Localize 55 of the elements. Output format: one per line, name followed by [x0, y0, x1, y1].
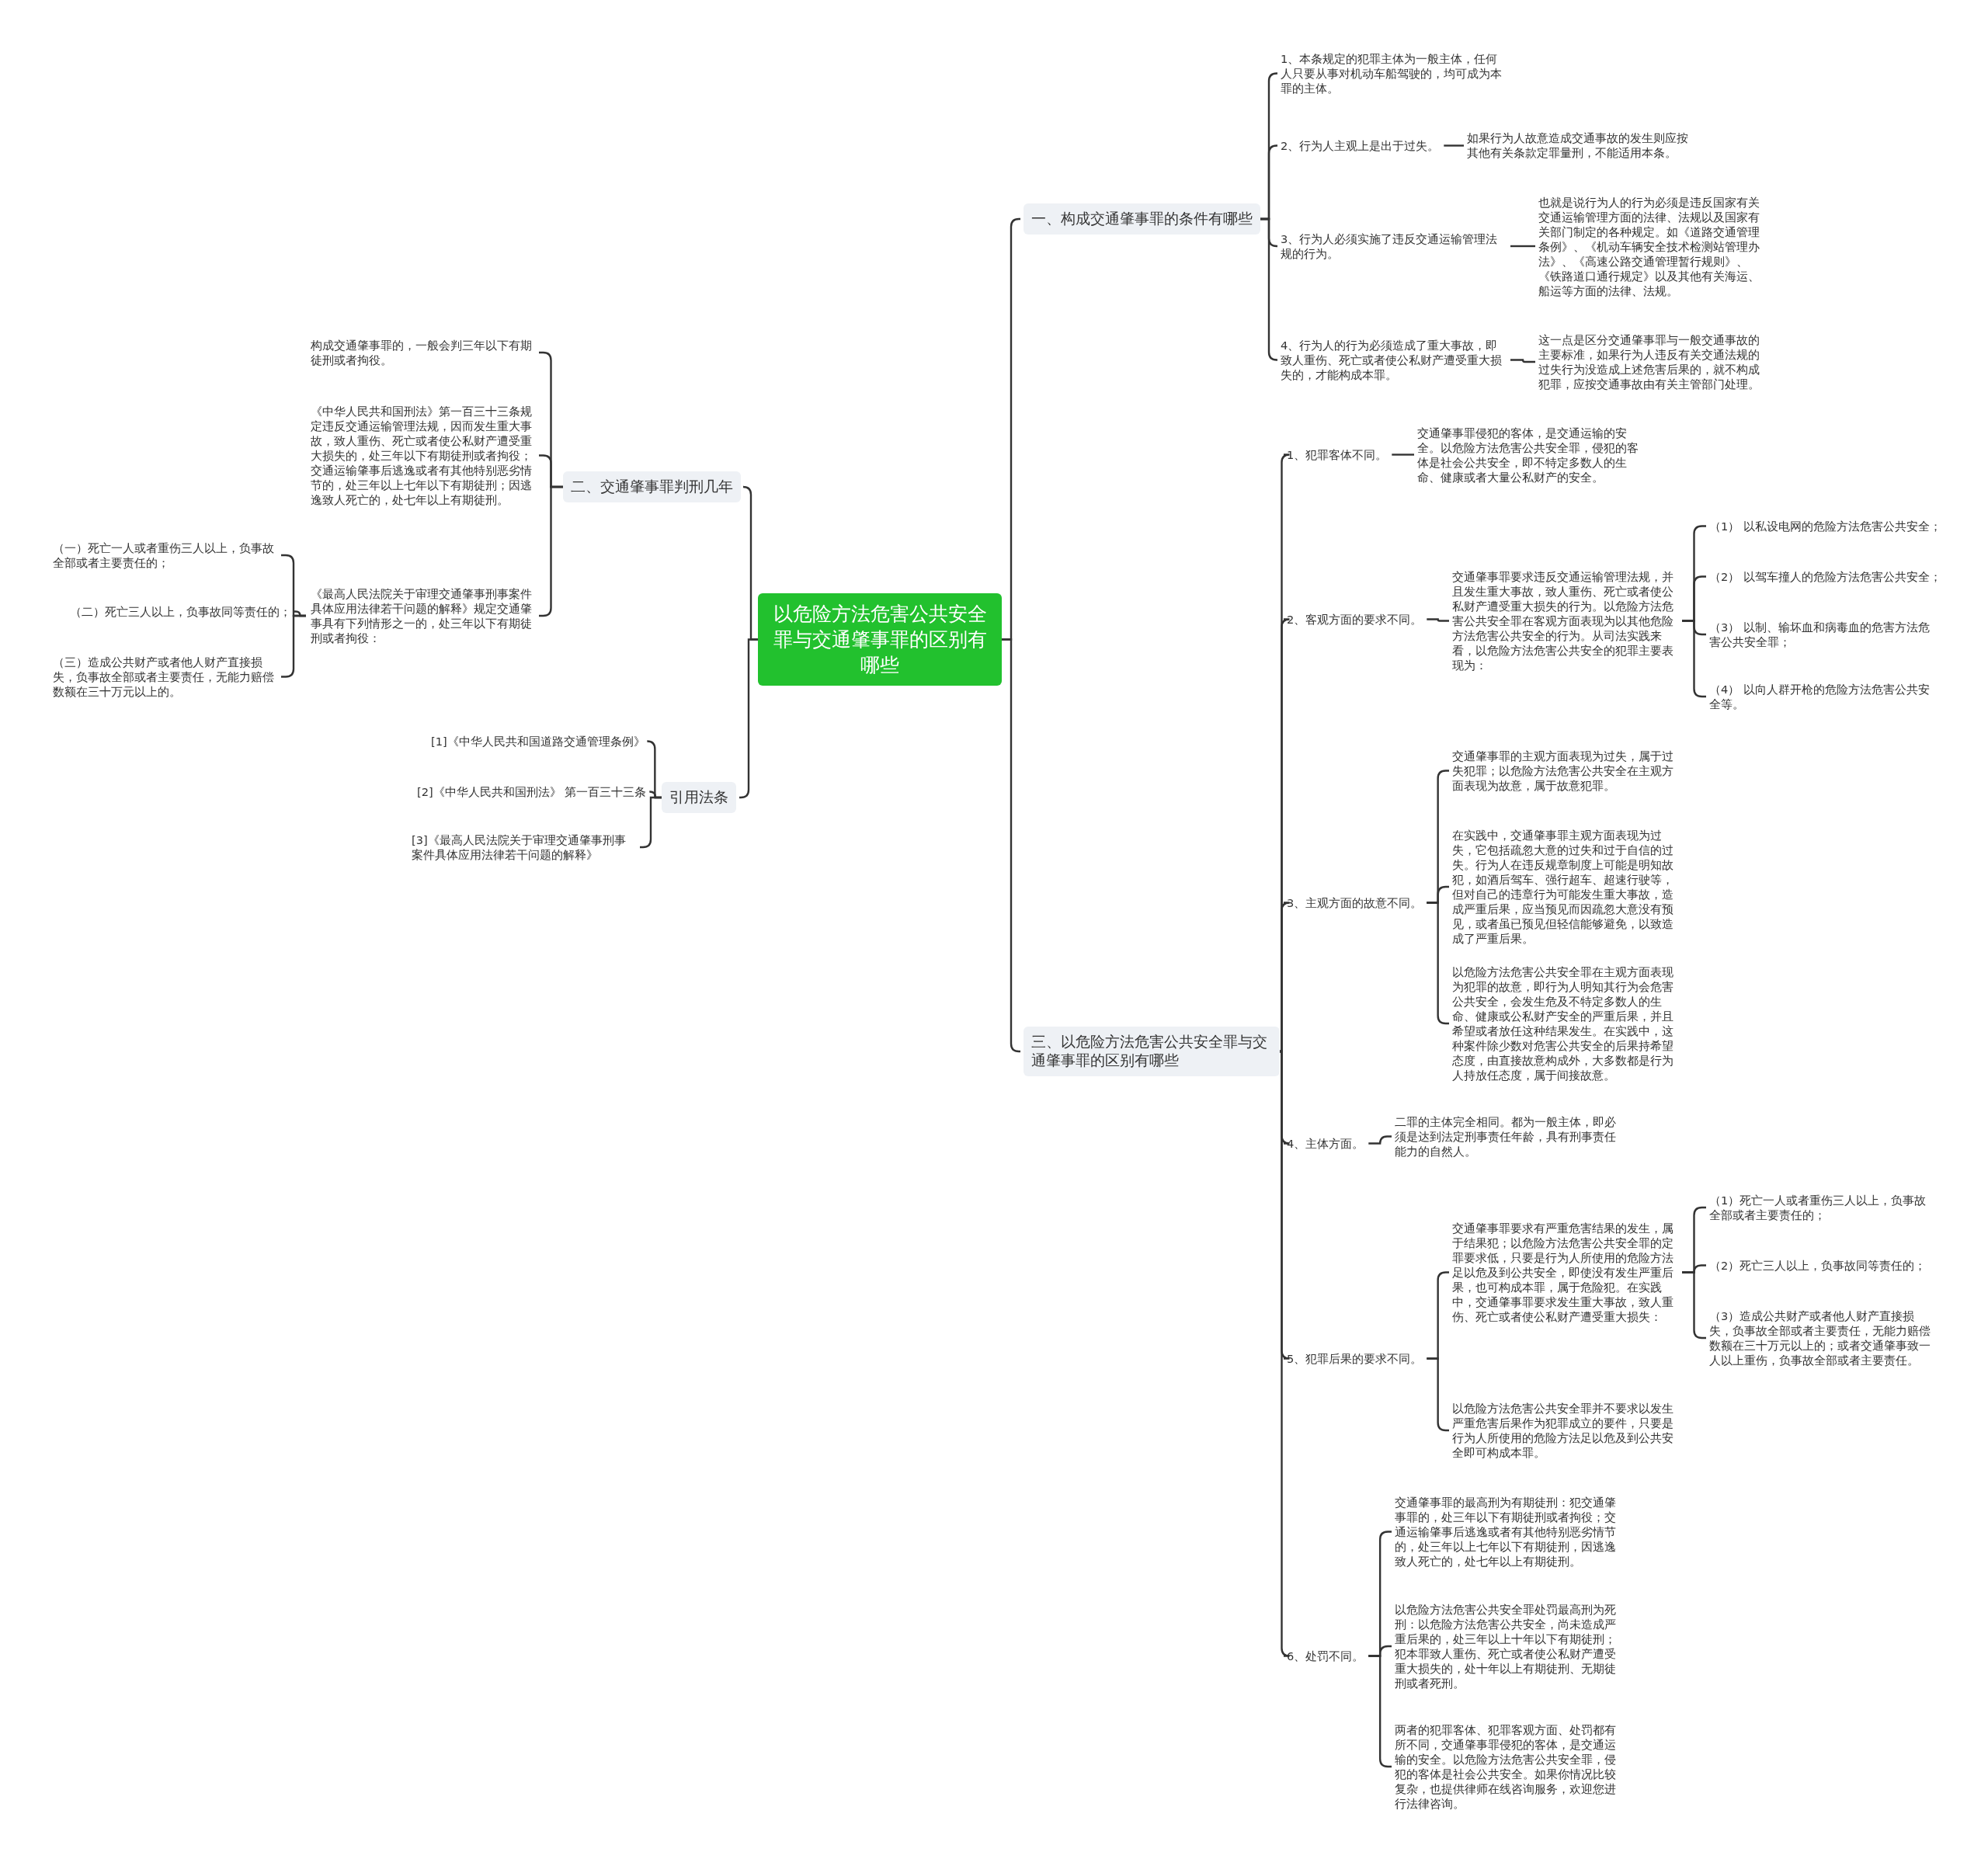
connector-line — [1260, 217, 1278, 361]
topic-text: [1]《中华人民共和国道路交通管理条例》 — [431, 734, 645, 749]
topic-text: 交通肇事罪的主观方面表现为过失，属于过失犯罪；以危险方法危害公共安全在主观方面表现为故意，属于故意犯罪。 — [1452, 749, 1677, 793]
topic-text: 1、犯罪客体不同。 — [1287, 447, 1388, 462]
topic-text: 如果行为人故意造成交通事故的发生则应按其他有关条款定罪量刑，不能适用本条。 — [1467, 130, 1692, 160]
topic-text: 两者的犯罪客体、犯罪客观方面、处罚都有所不同，交通肇事罪侵犯的客体，是交通运输的安全。以危险方法危害公共安全罪，侵犯的客体是社会公共安全。如果你情况比较复杂，也提供律师在线咨询服务，欢迎您进行法律咨询。 — [1395, 1722, 1620, 1811]
topic-text: （2） 以驾车撞人的危险方法危害公共安全； — [1709, 569, 1941, 584]
topic-text: 这一点是区分交通肇事罪与一般交通事故的主要标准，如果行为人违反有关交通法规的过失行为没造成上述危害后果的，就不构成犯罪，应按交通事故由有关主管部门处理。 — [1538, 332, 1764, 391]
topic-text: [2]《中华人民共和国刑法》 第一百三十三条 — [417, 784, 647, 799]
topic-text: 二罪的主体完全相同。都为一般主体，即必须是达到法定刑事责任年龄，具有刑事责任能力的自然人。 — [1395, 1114, 1620, 1159]
branch-topic-box: 三、以危险方法危害公共安全罪与交通肇事罪的区别有哪些 — [1024, 1027, 1280, 1076]
connector-line — [1444, 144, 1464, 147]
topic-text: 也就是说行为人的行为必须是违反国家有关交通运输管理方面的法律、法规以及国家有关部门制定的各种规定。如《道路交通管理条例》、《机动车辆安全技术检测站管理办法》、《高速公路交通管理暂行规则》、《铁路道口通行规定》以及其他有关海运、船运等方面的法律、法规。 — [1538, 195, 1764, 298]
topic-text: （二）死亡三人以上，负事故同等责任的； — [70, 604, 291, 619]
connector-line — [1392, 453, 1414, 456]
topic-text: （一）死亡一人或者重伤三人以上，负事故全部或者主要责任的； — [53, 540, 278, 570]
topic-text: [3]《最高人民法院关于审理交通肇事刑事案件具体应用法律若干问题的解释》 — [412, 832, 637, 862]
connector-line — [1002, 638, 1021, 1053]
topic-text: 以危险方法危害公共安全罪在主观方面表现为犯罪的故意，即行为人明知其行为会危害公共安全，会发生危及不特定多数人的生命、健康或公私财产安全的严重后果，并且希望或者放任这种结果发生。在实践中，这种案件除少数对危害公共安全的后果持希望态度，由直接故意构成外，大多数都是行为人持放任态度，属于间接故意。 — [1452, 964, 1677, 1082]
topic-text: 《中华人民共和国刑法》第一百三十三条规定违反交通运输管理法规，因而发生重大事故，致人重伤、死亡或者使公私财产遭受重大损失的，处三年以下有期徒刑或者拘役；交通运输肇事后逃逸或者有其他特别恶劣情节的，处三年以上七年以下有期徒刑；因逃逸致人死亡的，处七年以上有期徒刑。 — [311, 404, 536, 507]
topic-text: 以危险方法危害公共安全罪并不要求以发生严重危害后果作为犯罪成立的要件，只要是行为人所使用的危险方法足以危及到公共安全即可构成本罪。 — [1452, 1401, 1677, 1460]
topic-text: 在实践中，交通肇事罪主观方面表现为过失，它包括疏忽大意的过失和过于自信的过失。行为人在违反规章制度上可能是明知故犯，如酒后驾车、强行超车、超速行驶等，但对自己的违章行为可能发生重大事故，造成严重后果，应当预见而因疏忽大意没有预见，或者虽已预见但轻信能够避免，以致造成了严重后果。 — [1452, 828, 1677, 946]
connector-line — [1510, 245, 1535, 248]
topic-text: （3）造成公共财产或者他人财产直接损失，负事故全部或者主要责任，无能力赔偿数额在三十万元以上的；或者交通肇事致一人以上重伤，负事故全部或者主要责任。 — [1709, 1308, 1934, 1367]
topic-text: （1） 以私设电网的危险方法危害公共安全； — [1709, 519, 1941, 533]
branch-topic-box: 引用法条 — [662, 782, 736, 813]
topic-text: （3） 以制、输坏血和病毒血的危害方法危害公共安全罪； — [1709, 620, 1934, 649]
topic-text: 5、犯罪后果的要求不同。 — [1287, 1351, 1423, 1366]
connector-line — [1427, 618, 1449, 622]
topic-text: 1、本条规定的犯罪主体为一般主体，任何人只要从事对机动车船驾驶的，均可成为本罪的主体。 — [1281, 51, 1506, 96]
topic-text: 交通肇事罪要求有严重危害结果的发生，属于结果犯；以危险方法危害公共安全罪的定罪要求低，只要是行为人所使用的危险方法足以危及到公共安全，即使没有发生严重后果，也可构成本罪，属于危险犯。在实践中，交通肇事罪要求发生重大事故，致人重伤、死亡或者使公私财产遭受重大损失： — [1452, 1221, 1677, 1324]
topic-text: 构成交通肇事罪的，一般会判三年以下有期徒刑或者拘役。 — [311, 338, 536, 367]
branch-topic-box: 一、构成交通肇事罪的条件有哪些 — [1024, 203, 1260, 235]
branch-topic-box: 二、交通肇事罪判刑几年 — [563, 471, 741, 502]
topic-text: 3、主观方面的故意不同。 — [1287, 895, 1423, 910]
topic-text: （1）死亡一人或者重伤三人以上，负事故全部或者主要责任的； — [1709, 1193, 1934, 1222]
topic-text: 交通肇事罪的最高刑为有期徒刑：犯交通肇事罪的，处三年以下有期徒刑或者拘役；交通运输肇事后逃逸或者有其他特别恶劣情节的，处三年以上七年以下有期徒刑，因逃逸致人死亡的，处七年以上有期徒刑。 — [1395, 1495, 1620, 1569]
topic-text: 《最高人民法院关于审理交通肇事刑事案件具体应用法律若干问题的解释》规定交通肇事具有下列情形之一的，处三年以下有期徒刑或者拘役： — [311, 586, 536, 645]
topic-text: 4、行为人的行为必须造成了重大事故，即致人重伤、死亡或者使公私财产遭受重大损失的，才能构成本罪。 — [1281, 338, 1506, 382]
topic-text: 2、客观方面的要求不同。 — [1287, 612, 1423, 627]
connector-line — [1510, 359, 1535, 363]
topic-text: 2、行为人主观上是出于过失。 — [1281, 138, 1440, 153]
connector-line — [640, 796, 662, 849]
topic-text: 以危险方法危害公共安全罪处罚最高刑为死刑：以危险方法危害公共安全，尚未造成严重后果的，处三年以上十年以下有期徒刑；犯本罪致人重伤、死亡或者使公私财产遭受重大损失的，处十年以上有期徒刑、无期徒刑或者死刑。 — [1395, 1602, 1620, 1691]
topic-text: 交通肇事罪要求违反交通运输管理法规，并且发生重大事故，致人重伤、死亡或者使公私财产遭受重大损失的行为。以危险方法危害公共安全罪在客观方面表现为以其他危险方法危害公共安全的行为。从司法实践来看，以危险方法危害公共安全的犯罪主要表现为： — [1452, 569, 1677, 672]
topic-text: （4） 以向人群开枪的危险方法危害公共安全等。 — [1709, 682, 1934, 711]
central-topic-box: 以危险方法危害公共安全罪与交通肇事罪的区别有哪些 — [758, 593, 1002, 686]
topic-text: 3、行为人必须实施了违反交通运输管理法规的行为。 — [1281, 231, 1506, 261]
connector-line — [739, 638, 758, 799]
connector-line — [1279, 902, 1291, 1053]
topic-text: （三）造成公共财产或者他人财产直接损失，负事故全部或者主要责任，无能力赔偿数额在三十万元以上的。 — [53, 655, 278, 699]
topic-text: 4、主体方面。 — [1287, 1136, 1364, 1151]
connector-line — [1368, 1135, 1392, 1145]
topic-text: 交通肇事罪侵犯的客体，是交通运输的安全。以危险方法危害公共安全罪，侵犯的客体是社会公共安全，即不特定多数人的生命、健康或者大量公私财产的安全。 — [1417, 426, 1642, 485]
topic-text: （2）死亡三人以上，负事故同等责任的； — [1709, 1258, 1927, 1273]
